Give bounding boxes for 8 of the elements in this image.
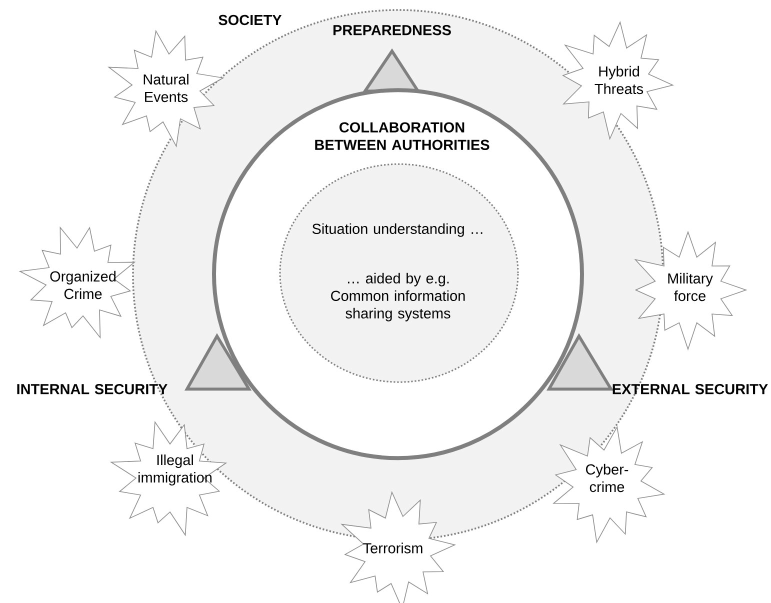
triangle-label: INTERNAL SECURITY — [17, 384, 168, 394]
circle-heading: SOCIETY — [218, 14, 282, 26]
triangle-label: EXTERNAL SECURITY — [612, 384, 768, 394]
node-label: Terrorism — [363, 542, 422, 554]
triangle-label: PREPAREDNESS — [333, 24, 451, 36]
circle-text: … aided by e.g. Common information sharing systems — [331, 272, 465, 322]
circle-text: Situation understanding … — [312, 223, 482, 237]
circle-heading: COLLABORATION BETWEEN AUTHORITIES — [315, 122, 490, 150]
